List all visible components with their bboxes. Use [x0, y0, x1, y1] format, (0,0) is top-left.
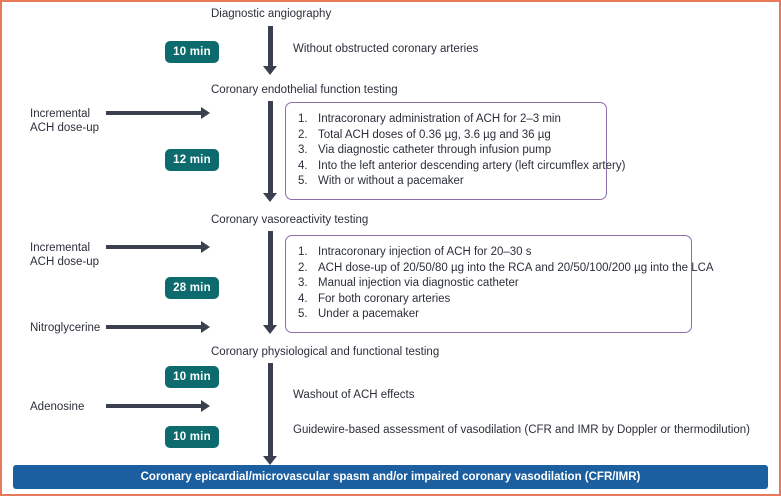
list-item: Via diagnostic catheter through infusion… — [298, 143, 552, 158]
input-arrow-line-3 — [106, 325, 202, 329]
endothelial-protocol-box: Intracoronary administration of ACH for … — [285, 102, 626, 200]
input-arrow-line-1 — [106, 111, 202, 115]
note-without-obstructed-coronary-arteries: Without obstructed coronary arteries — [293, 43, 479, 55]
conclusion-banner: Coronary epicardial/microvascular spasm … — [13, 465, 768, 489]
vasoreactivity-protocol-box: Intracoronary injection of ACH for 20–30… — [285, 235, 714, 333]
input-arrow-line-2 — [106, 245, 202, 249]
list-item: Total ACH doses of 0.36 µg, 3.6 µg and 3… — [298, 128, 551, 143]
vasoreactivity-protocol-list: Intracoronary injection of ACH for 20–30… — [296, 245, 714, 323]
input-arrow-head-1 — [201, 107, 210, 119]
duration-badge-3: 28 min — [165, 277, 219, 299]
list-item: For both coronary arteries — [298, 292, 451, 307]
list-item: Into the left anterior descending artery… — [298, 159, 626, 174]
list-item: Intracoronary administration of ACH for … — [298, 112, 561, 127]
endothelial-protocol-list: Intracoronary administration of ACH for … — [296, 112, 626, 190]
input-arrow-head-4 — [201, 400, 210, 412]
input-arrow-line-4 — [106, 404, 202, 408]
flow-arrow-line-4 — [268, 363, 273, 457]
flow-arrow-head-2 — [263, 193, 277, 202]
list-item: With or without a pacemaker — [298, 174, 464, 189]
input-arrow-head-2 — [201, 241, 210, 253]
stage-label-diagnostic-angiography: Diagnostic angiography — [211, 8, 332, 20]
stage-label-coronary-vasoreactivity-testing: Coronary vasoreactivity testing — [211, 214, 369, 226]
input-label-nitroglycerine: Nitroglycerine — [30, 322, 101, 334]
flow-arrow-head-1 — [263, 66, 277, 75]
duration-badge-2: 12 min — [165, 149, 219, 171]
input-label-incremental-ach-dose-up-1: Incremental ACH dose-up — [30, 108, 100, 134]
flow-arrow-line-3 — [268, 231, 273, 326]
flow-arrow-line-2 — [268, 101, 273, 194]
duration-badge-5: 10 min — [165, 426, 219, 448]
stage-label-coronary-endothelial-function-testing: Coronary endothelial function testing — [211, 84, 398, 96]
list-item: Intracoronary injection of ACH for 20–30… — [298, 245, 532, 260]
note-washout-of-ach-effects: Washout of ACH effects — [293, 389, 415, 401]
input-label-incremental-ach-dose-up-2: Incremental ACH dose-up — [30, 242, 100, 268]
flow-arrow-line-1 — [268, 26, 273, 67]
list-item: Under a pacemaker — [298, 307, 419, 322]
input-label-adenosine: Adenosine — [30, 401, 85, 413]
list-item: Manual injection via diagnostic catheter — [298, 276, 519, 291]
flow-arrow-head-3 — [263, 325, 277, 334]
note-guidewire-based-assessment: Guidewire-based assessment of vasodilati… — [293, 424, 751, 436]
stage-label-coronary-physiological-and-functional-testing: Coronary physiological and functional te… — [211, 346, 440, 358]
duration-badge-4: 10 min — [165, 366, 219, 388]
duration-badge-1: 10 min — [165, 41, 219, 63]
flow-arrow-head-4 — [263, 456, 277, 465]
input-arrow-head-3 — [201, 321, 210, 333]
list-item: ACH dose-up of 20/50/80 µg into the RCA … — [298, 261, 714, 276]
